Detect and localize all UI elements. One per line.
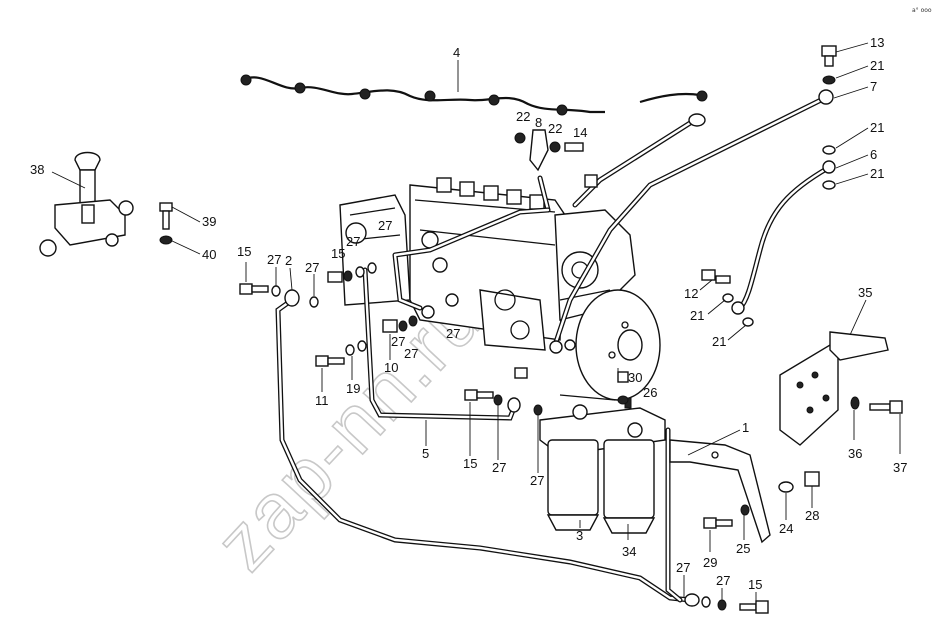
callout-11: 11 bbox=[315, 393, 329, 408]
callout-27: 27 bbox=[716, 573, 730, 588]
callout-29: 29 bbox=[703, 555, 717, 570]
callout-30: 30 bbox=[628, 370, 642, 385]
callout-6: 6 bbox=[870, 147, 877, 162]
callout-22: 22 bbox=[548, 121, 562, 136]
callout-27: 27 bbox=[492, 460, 506, 475]
callout-1: 1 bbox=[742, 420, 749, 435]
callout-8: 8 bbox=[535, 115, 542, 130]
callout-3: 3 bbox=[576, 528, 583, 543]
callout-27: 27 bbox=[378, 218, 392, 233]
callout-2: 2 bbox=[285, 253, 292, 268]
callout-39: 39 bbox=[202, 214, 216, 229]
callout-15: 15 bbox=[748, 577, 762, 592]
callout-19: 19 bbox=[346, 381, 360, 396]
callout-21: 21 bbox=[870, 166, 884, 181]
callout-28: 28 bbox=[805, 508, 819, 523]
callout-13: 13 bbox=[870, 35, 884, 50]
leader-lines bbox=[51, 42, 901, 601]
callout-27: 27 bbox=[404, 346, 418, 361]
callout-15: 15 bbox=[463, 456, 477, 471]
fuel-pipe-5 bbox=[362, 207, 551, 421]
callout-24: 24 bbox=[779, 521, 793, 536]
callout-labels: 38 39 40 4 22 8 22 14 13 21 7 21 6 21 12… bbox=[30, 35, 907, 592]
callout-27: 27 bbox=[530, 473, 544, 488]
callout-21: 21 bbox=[870, 120, 884, 135]
delivery-valve-fittings bbox=[436, 177, 545, 210]
callout-37: 37 bbox=[893, 460, 907, 475]
callout-4: 4 bbox=[453, 45, 460, 60]
callout-14: 14 bbox=[573, 125, 587, 140]
callout-26: 26 bbox=[643, 385, 657, 400]
callout-12: 12 bbox=[684, 286, 698, 301]
callout-7: 7 bbox=[870, 79, 877, 94]
callout-21: 21 bbox=[712, 334, 726, 349]
callout-15: 15 bbox=[237, 244, 251, 259]
callout-34: 34 bbox=[622, 544, 636, 559]
return-pipe-7 bbox=[549, 89, 834, 354]
callout-27: 27 bbox=[267, 252, 281, 267]
corner-mark: a° ooo bbox=[912, 7, 932, 14]
callout-5: 5 bbox=[422, 446, 429, 461]
fuel-filter-assembly bbox=[539, 397, 666, 534]
callout-21: 21 bbox=[690, 308, 704, 323]
overflow-pipe bbox=[537, 113, 706, 213]
filter-bracket-1 bbox=[669, 439, 771, 544]
callout-15: 15 bbox=[331, 246, 345, 261]
callout-36: 36 bbox=[848, 446, 862, 461]
callout-21: 21 bbox=[870, 58, 884, 73]
callout-10: 10 bbox=[384, 360, 398, 375]
callout-35: 35 bbox=[858, 285, 872, 300]
callout-40: 40 bbox=[202, 247, 216, 262]
callout-27: 27 bbox=[391, 334, 405, 349]
return-pipe-6 bbox=[731, 160, 836, 315]
fuel-pipe-2 bbox=[275, 289, 700, 607]
callout-27: 27 bbox=[305, 260, 319, 275]
priming-pump-38 bbox=[39, 151, 134, 257]
callout-22: 22 bbox=[516, 109, 530, 124]
leak-off-line-4 bbox=[240, 74, 708, 116]
callout-27: 27 bbox=[446, 326, 460, 341]
callout-27: 27 bbox=[676, 560, 690, 575]
callout-25: 25 bbox=[736, 541, 750, 556]
callout-38: 38 bbox=[30, 162, 44, 177]
callout-27: 27 bbox=[346, 234, 360, 249]
mounting-plate-35 bbox=[779, 331, 889, 446]
